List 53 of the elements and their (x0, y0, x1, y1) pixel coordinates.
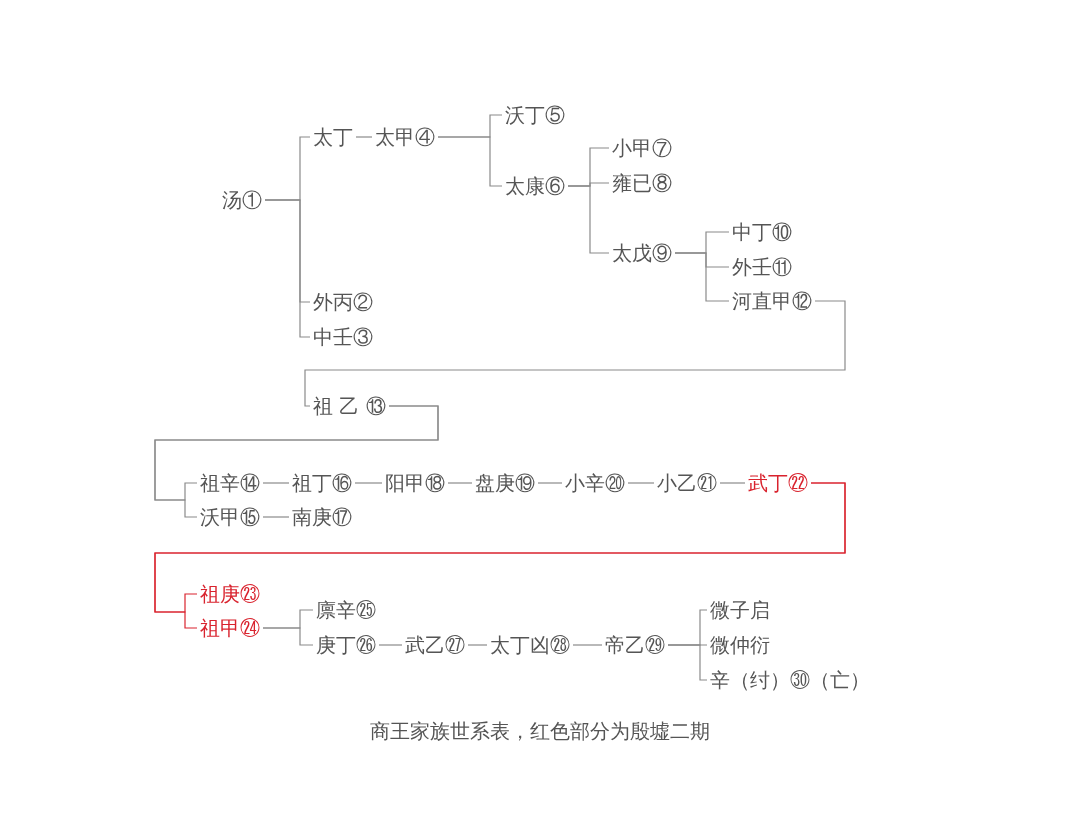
connector-line (719, 482, 746, 484)
connector-line (378, 644, 403, 646)
name-label: 小辛⑳ (565, 470, 625, 496)
caption: 商王家族世系表，红色部分为殷墟二期 (370, 719, 710, 743)
name-label: 河直甲⑫ (732, 288, 812, 314)
name-label: 阳甲⑱ (385, 470, 445, 496)
connector-line (437, 136, 503, 187)
name-label: 微子启 (710, 597, 770, 623)
connector-line (674, 252, 730, 302)
name-label: 帝乙㉙ (605, 632, 665, 658)
connector-line (262, 482, 290, 484)
name-label: 庚丁㉖ (316, 632, 376, 658)
name-label: 辛（纣）㉚（亡） (710, 667, 870, 693)
connector-line (262, 516, 290, 518)
name-label: 沃甲⑮ (200, 504, 260, 530)
name-label: 祖 乙 ⑬ (313, 393, 386, 419)
connector-line (537, 482, 563, 484)
connector-line (264, 199, 311, 338)
connector-line (304, 300, 846, 407)
name-label: 雍已⑧ (612, 170, 672, 196)
name-label: 武丁㉒ (748, 470, 808, 496)
name-label: 祖辛⑭ (200, 470, 260, 496)
name-label: 小甲⑦ (612, 135, 672, 161)
connector-line (467, 644, 488, 646)
name-label: 廪辛㉕ (316, 597, 376, 623)
connector-line (154, 405, 439, 518)
connector-line (447, 482, 473, 484)
name-label: 沃丁⑤ (505, 102, 565, 128)
connector-line (354, 482, 383, 484)
name-label: 中壬③ (313, 324, 373, 350)
name-label: 南庚⑰ (292, 504, 352, 530)
connector-line (262, 627, 314, 646)
name-label: 太甲④ (375, 124, 435, 150)
connector-line (627, 482, 655, 484)
name-label: 外丙② (313, 289, 373, 315)
name-label: 太丁 (313, 124, 353, 150)
name-label: 盘庚⑲ (475, 470, 535, 496)
connector-line (667, 644, 708, 681)
name-label: 祖庚㉓ (200, 581, 260, 607)
name-label: 武乙㉗ (405, 632, 465, 658)
name-label: 外壬⑪ (732, 254, 792, 280)
connector-line (355, 136, 373, 138)
name-label: 中丁⑩ (732, 219, 792, 245)
connector-line (567, 185, 610, 254)
name-label: 微仲衍 (710, 632, 770, 658)
name-label: 祖丁⑯ (292, 470, 352, 496)
connector-line (572, 644, 603, 646)
name-label: 太丁凶㉘ (490, 632, 570, 658)
name-label: 祖甲㉔ (200, 615, 260, 641)
name-label: 太戊⑨ (612, 240, 672, 266)
name-label: 汤① (222, 187, 262, 213)
name-label: 小乙㉑ (657, 470, 717, 496)
name-label: 太康⑥ (505, 173, 565, 199)
